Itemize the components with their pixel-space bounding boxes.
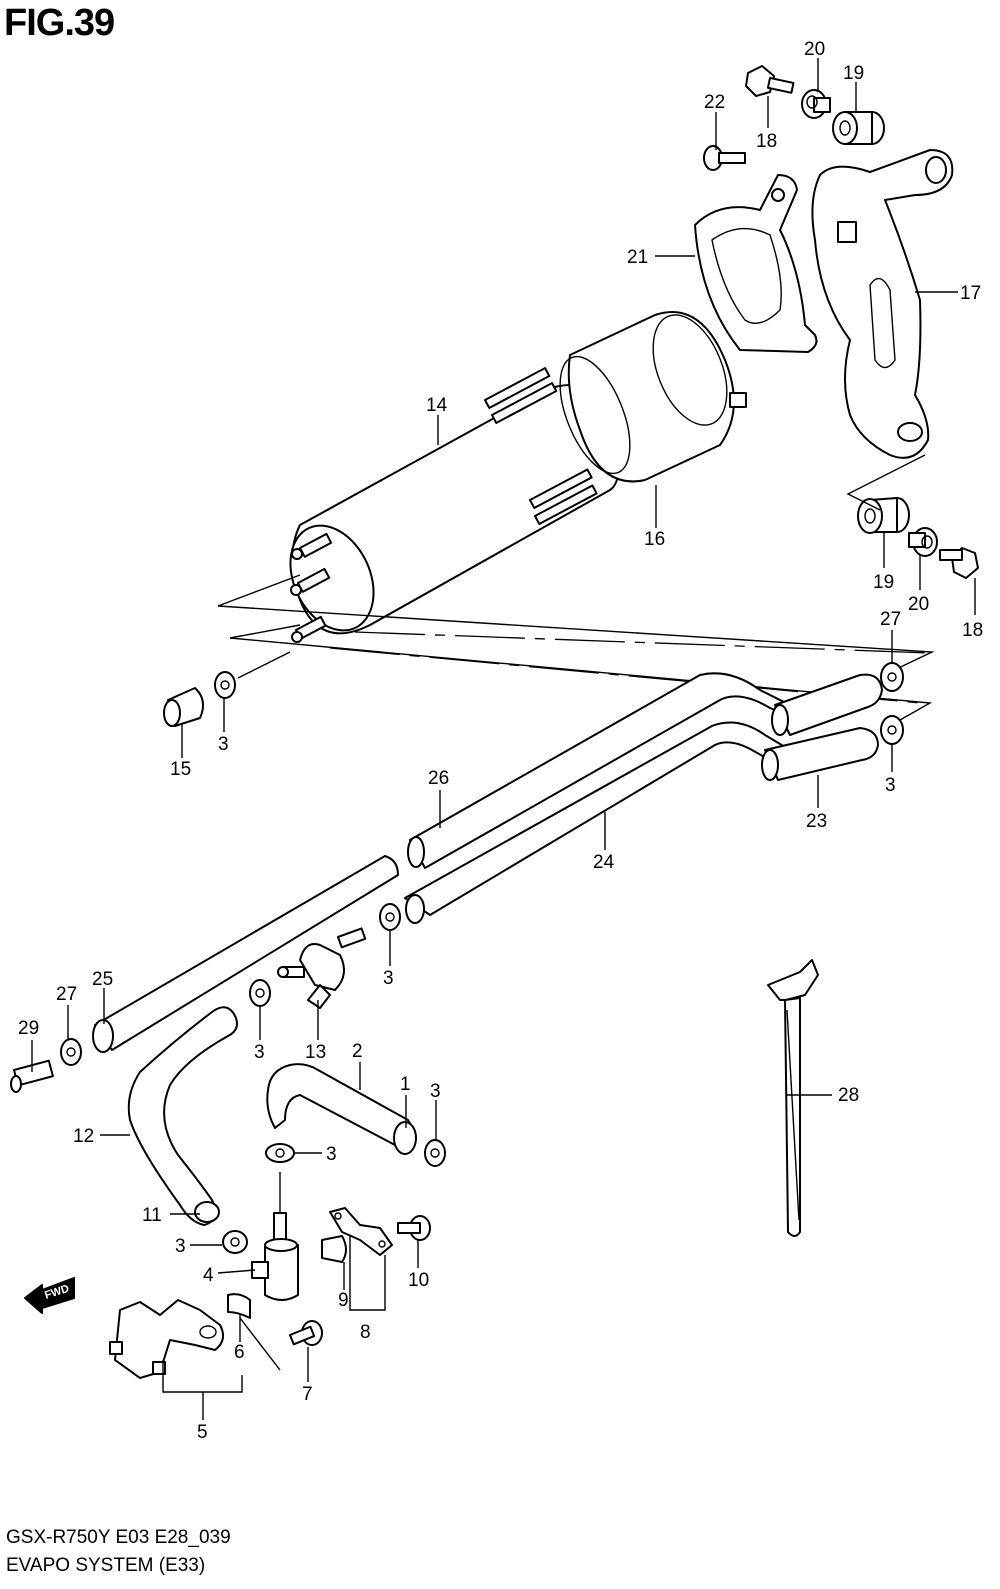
clamp-part-3-c [379, 903, 401, 931]
bracket-part-5 [109, 1299, 225, 1379]
callout-3-hose: 3 [430, 1081, 441, 1102]
callout-20-lower: 20 [908, 594, 929, 615]
callout-9: 9 [338, 1290, 349, 1311]
callout-26: 26 [428, 768, 449, 789]
hose-part-26 [407, 672, 801, 869]
callout-28: 28 [838, 1085, 859, 1106]
reference-lines [217, 454, 935, 721]
callout-3-left: 3 [254, 1042, 265, 1063]
washer-part-20-lower [908, 527, 938, 557]
clamp-part-3-b [880, 715, 904, 745]
figure-title: FIG.39 [4, 2, 115, 44]
bolt-part-10 [397, 1215, 431, 1241]
valve-part-13 [277, 927, 367, 1009]
callout-15: 15 [170, 759, 191, 780]
clamp-part-3-f [265, 1143, 295, 1163]
bolt-part-22 [703, 145, 746, 171]
callout-18-lower: 18 [962, 620, 983, 641]
callout-17: 17 [960, 283, 981, 304]
callout-3-mid: 3 [383, 968, 394, 989]
callout-1: 1 [400, 1074, 411, 1095]
joint-part-4 [251, 1212, 299, 1301]
plug-part-15 [163, 687, 205, 727]
callout-19-upper: 19 [843, 63, 864, 84]
band-part-28 [767, 959, 819, 1237]
canister-part-14 [289, 367, 620, 643]
callout-22: 22 [704, 92, 725, 113]
callout-3-canister: 3 [218, 734, 229, 755]
callout-18-upper: 18 [756, 131, 777, 152]
hose-part-12 [127, 1006, 238, 1226]
cushion-part-9 [321, 1235, 347, 1263]
callout-12: 12 [73, 1126, 94, 1147]
washer-part-20-upper [801, 89, 831, 119]
hose-part-23-upper [771, 673, 883, 736]
fwd-direction-badge: FWD [24, 1277, 75, 1314]
callout-8: 8 [360, 1322, 371, 1343]
callout-11: 11 [142, 1205, 162, 1226]
clamps [60, 662, 904, 1254]
callout-16: 16 [644, 529, 665, 550]
bolt-part-7 [289, 1320, 323, 1346]
callout-20-upper: 20 [804, 39, 825, 60]
clamp-part-3-g [222, 1230, 248, 1254]
callout-27-lower: 27 [56, 984, 77, 1005]
bracket-part-17 [811, 149, 954, 459]
callout-24: 24 [593, 852, 615, 873]
callout-3-joint: 3 [175, 1236, 186, 1257]
callout-labels: 20 19 18 22 21 17 14 16 19 20 18 27 3 15… [18, 39, 983, 1443]
cover-part-16 [559, 311, 747, 483]
callout-3-clamp: 3 [326, 1144, 337, 1165]
rubber-part-19-lower [857, 497, 910, 534]
callout-10: 10 [408, 1270, 429, 1291]
hose-part-23 [761, 727, 879, 781]
clamp-part-27-a [880, 662, 904, 692]
callout-6: 6 [234, 1342, 245, 1363]
footer-system-name: EVAPO SYSTEM (E33) [6, 1555, 206, 1576]
callout-3-right: 3 [885, 775, 896, 796]
callout-14: 14 [426, 395, 448, 416]
callout-27-upper: 27 [880, 609, 901, 630]
callout-4: 4 [203, 1265, 214, 1286]
holder-part-8 [329, 1207, 393, 1256]
hose-part-25 [92, 855, 399, 1053]
leader-lines [31, 58, 976, 1420]
callout-19-lower: 19 [873, 572, 894, 593]
callout-2: 2 [352, 1041, 363, 1062]
clamp-part-3-a [214, 671, 236, 699]
callout-21: 21 [627, 247, 648, 268]
hose-part-2 [266, 1063, 417, 1155]
cushion-part-6 [227, 1293, 251, 1319]
callout-13: 13 [305, 1042, 326, 1063]
clamp-part-27-b [60, 1038, 82, 1066]
callout-7: 7 [302, 1384, 313, 1405]
callout-25: 25 [92, 969, 113, 990]
callout-29: 29 [18, 1018, 39, 1039]
callout-5: 5 [197, 1422, 208, 1443]
clamp-band-part-21 [694, 174, 818, 353]
clamp-part-3-d [249, 979, 271, 1007]
rubber-part-19-upper [832, 111, 885, 145]
callout-23: 23 [806, 811, 827, 832]
clamp-part-3-e [424, 1139, 446, 1167]
footer-model-code: GSX-R750Y E03 E28_039 [6, 1527, 231, 1548]
bolt-part-18-lower [939, 547, 979, 579]
bolt-part-18-upper [745, 65, 795, 97]
